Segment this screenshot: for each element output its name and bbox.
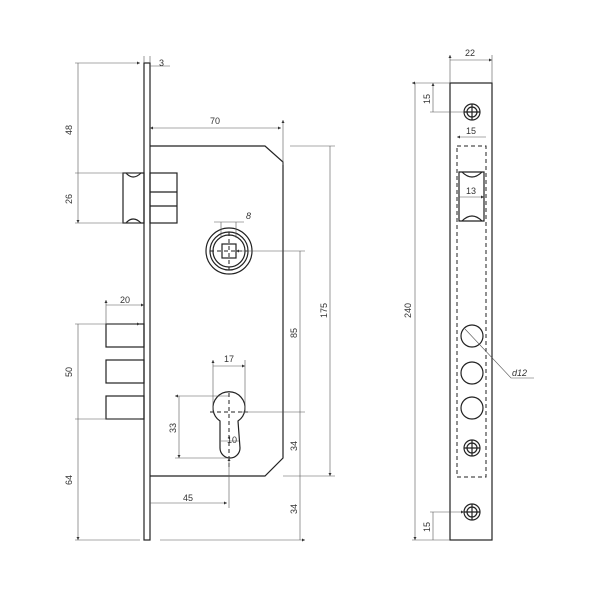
faceplate [143,62,151,541]
screw-holes [463,103,481,521]
dim-34-upper: 34 [289,441,299,451]
dim-26: 26 [64,194,74,204]
front-view: 48 26 50 64 3 70 8 20 17 33 10 45 175 85… [64,56,335,540]
dim-175: 175 [319,303,329,318]
dim-70: 70 [210,116,220,126]
dim-10: 10 [227,435,237,445]
dim-50: 50 [64,367,74,377]
front-dimensions [75,56,335,540]
dim-85: 85 [289,328,299,338]
dim-8: 8 [246,211,251,221]
deadbolts [105,323,145,420]
dim-64: 64 [64,475,74,485]
dim-34-lower: 34 [289,504,299,514]
strike-plate [449,82,493,541]
side-dimensions [412,55,534,540]
dim-48: 48 [64,125,74,135]
dim-d12: d12 [512,368,527,378]
latch-opening [458,171,485,222]
latch-bolt [122,172,178,224]
dim-3: 3 [159,58,164,68]
dim-33: 33 [168,423,178,433]
dim-15-top: 15 [422,94,432,104]
bolt-holes [460,324,484,420]
side-view: 22 240 15 15 15 13 d12 [403,48,534,540]
dim-45: 45 [183,493,193,503]
dim-13: 13 [466,186,476,196]
dim-17: 17 [224,354,234,364]
dim-20: 20 [120,295,130,305]
dim-15-cutout: 15 [466,126,476,136]
dim-240: 240 [403,303,413,318]
dim-15-bottom: 15 [422,522,432,532]
dim-22: 22 [465,48,475,58]
